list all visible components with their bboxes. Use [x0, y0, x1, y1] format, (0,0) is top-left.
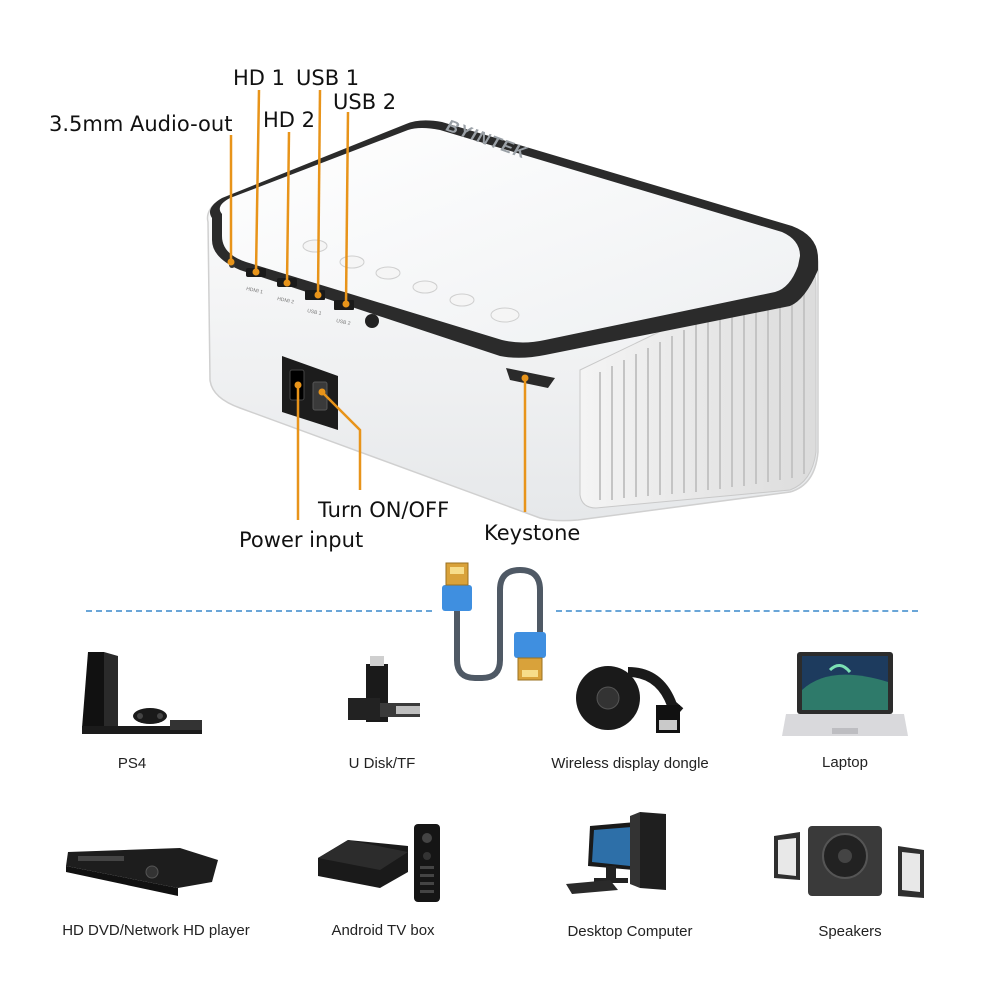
callout-turn-on-off: Turn ON/OFF: [318, 498, 450, 522]
device-label-speakers: Speakers: [818, 923, 882, 940]
control-buttons: [302, 239, 520, 323]
projector-body: BYINTEK HDMI 1 HDMI 2 USB 1 USB 2: [206, 116, 819, 522]
divider-right: [556, 610, 918, 612]
callout-hd2: HD 2: [263, 108, 315, 132]
game-console-icon: [82, 652, 202, 734]
power-panel: [282, 356, 338, 430]
callout-usb2: USB 2: [333, 90, 397, 114]
port-mark-hdmi-1: HDMI 1: [246, 286, 264, 295]
callout-hd1: HD 1: [233, 66, 285, 90]
dvd-player-icon: [66, 848, 218, 896]
tv-box-icon: [318, 824, 440, 902]
ir-sensor: [365, 314, 379, 328]
callout-keystone: Keystone: [484, 521, 581, 545]
desktop-computer-icon: [566, 812, 666, 894]
divider-left: [86, 610, 432, 612]
usb-drive-icon: [348, 656, 420, 722]
vent-grille: [599, 272, 805, 500]
device-label-u-disk: U Disk/TF: [348, 755, 416, 772]
port-mark-hdmi-2: HDMI 2: [277, 296, 295, 305]
port-mark-usb-1: USB 1: [307, 308, 323, 317]
callout-audio: 3.5mm Audio-out: [49, 112, 233, 136]
device-label-laptop: Laptop: [822, 754, 868, 771]
device-label-ps4: PS4: [117, 755, 147, 772]
callout-dots: [227, 258, 529, 396]
wireless-dongle-icon: [576, 666, 684, 733]
hdmi-cable-icon: [442, 562, 546, 681]
callout-usb1: USB 1: [296, 66, 360, 90]
speakers-icon: [774, 826, 924, 898]
device-label-desktop: Desktop Computer: [567, 923, 693, 940]
callout-power-input: Power input: [239, 528, 364, 552]
device-label-dvd-player: HD DVD/Network HD player: [62, 922, 250, 939]
laptop-icon: [782, 652, 908, 736]
device-label-tv-box: Android TV box: [331, 922, 435, 939]
port-mark-usb-2: USB 2: [336, 318, 352, 327]
device-label-wireless-dongle: Wireless display dongle: [551, 755, 709, 772]
keystone-wheel: [506, 368, 555, 388]
callout-lines: [229, 89, 527, 520]
